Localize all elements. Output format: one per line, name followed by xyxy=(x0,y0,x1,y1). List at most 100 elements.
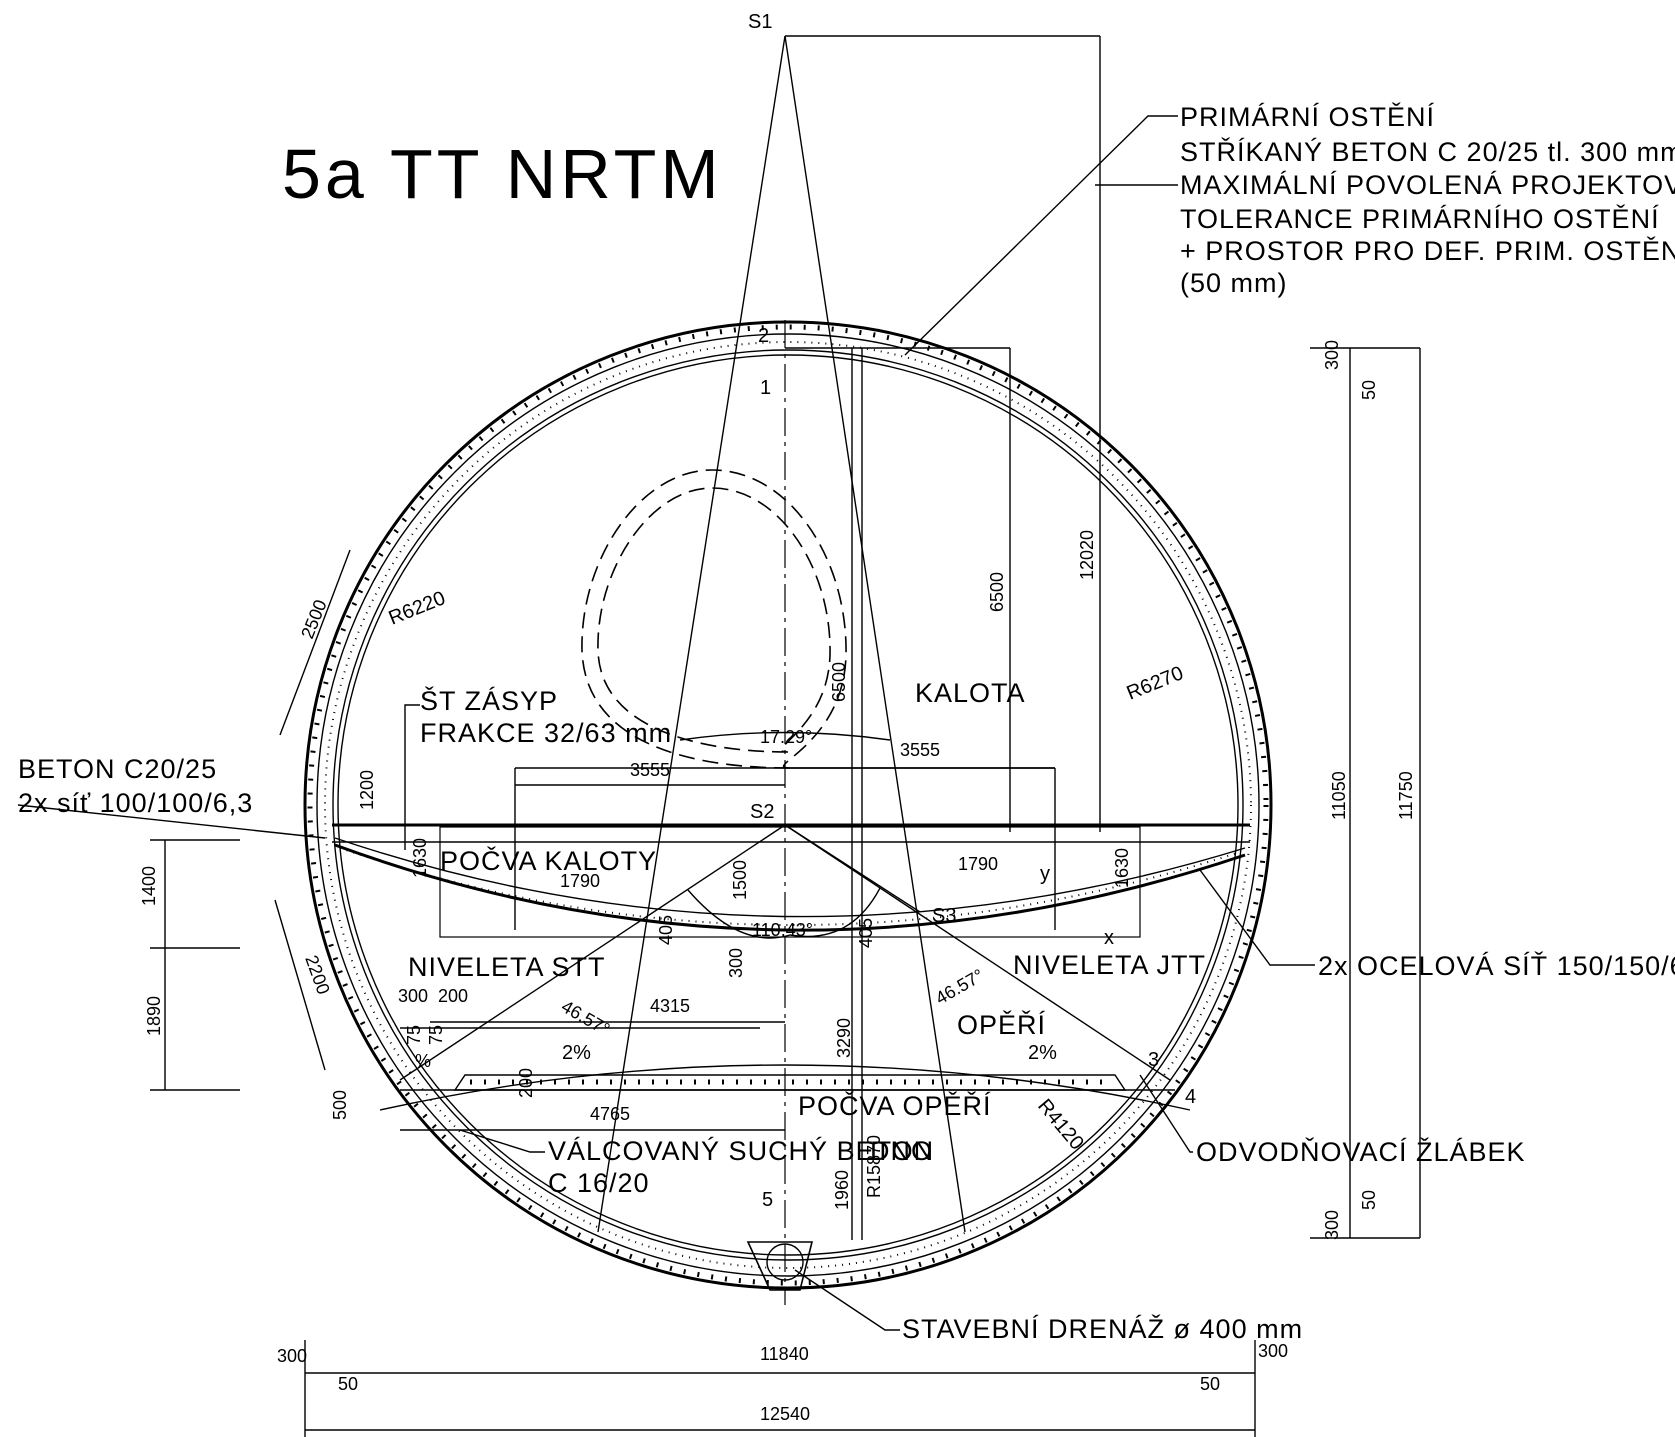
construction-drain xyxy=(746,1241,814,1291)
zone-niveleta-stt: NIVELETA STT xyxy=(408,952,606,982)
construction-lines xyxy=(597,35,1101,1240)
point-x: x xyxy=(1104,927,1114,949)
inner-lining-ring xyxy=(337,354,1239,1256)
dim-1400: 1400 xyxy=(139,866,159,906)
zone-dno: DNO xyxy=(870,1136,933,1166)
slope-right: 2% xyxy=(1028,1042,1057,1064)
dim-300-a: 300 xyxy=(398,986,428,1006)
dimension-labels: 2500 R6220 R6270 6500 6500 12020 17.29° … xyxy=(139,340,1416,1424)
dim-300-left: 300 xyxy=(277,1346,307,1366)
point-4: 4 xyxy=(1185,1086,1196,1108)
note-primary-lining-6: (50 mm) xyxy=(1180,268,1288,298)
note-st-backfill-2: FRAKCE 32/63 mm xyxy=(420,718,672,748)
point-1: 1 xyxy=(760,377,771,399)
temporary-invert-lower xyxy=(334,843,1246,932)
point-y: y xyxy=(1040,863,1050,885)
dim-1500: 1500 xyxy=(730,860,750,900)
slope-left: 2% xyxy=(562,1042,591,1064)
dim-angle-46-57-a: 46.57° xyxy=(558,996,613,1039)
dim-300-c: 300 xyxy=(726,948,746,978)
note-primary-lining-1: PRIMÁRNÍ OSTĚNÍ xyxy=(1180,101,1435,132)
dim-50-top: 50 xyxy=(1359,380,1379,400)
dim-12020: 12020 xyxy=(1077,530,1097,580)
excavation-stages xyxy=(332,823,1250,1111)
dim-1960: 1960 xyxy=(832,1170,852,1210)
dim-300-bottom: 300 xyxy=(1322,1210,1342,1240)
dim-12540: 12540 xyxy=(760,1404,810,1424)
zone-kalota: KALOTA xyxy=(915,678,1026,708)
shotcrete-hatch-ring xyxy=(324,341,1252,1269)
dim-3290: 3290 xyxy=(834,1018,854,1058)
primary-lining-rings xyxy=(303,320,1273,1290)
note-st-backfill-1: ŠT ZÁSYP xyxy=(420,685,558,716)
dim-2500: 2500 xyxy=(297,597,331,642)
lining-ring-3 xyxy=(332,349,1244,1261)
clearance-profile-inner xyxy=(597,487,831,753)
clearance-profile-outer xyxy=(581,469,847,769)
dim-300-top: 300 xyxy=(1322,340,1342,370)
dim-6500-b: 6500 xyxy=(829,662,849,702)
primary-lining-note: PRIMÁRNÍ OSTĚNÍ STŘÍKANÝ BETON C 20/25 t… xyxy=(1180,101,1675,298)
outer-lining-ring xyxy=(303,320,1273,1290)
zone-operi: OPĚŘÍ xyxy=(957,1009,1046,1040)
dim-3555-b: 3555 xyxy=(900,740,940,760)
dim-200-v: 200 xyxy=(516,1068,536,1098)
zone-pocva-operi: POČVA OPĚŘÍ xyxy=(798,1090,992,1121)
point-5: 5 xyxy=(762,1189,773,1211)
dim-405-b: 405 xyxy=(856,918,876,948)
dim-3555-a: 3555 xyxy=(630,760,670,780)
dim-r15870: R15870 xyxy=(864,1135,884,1198)
dim-percent: % xyxy=(415,1051,431,1071)
note-steel-mesh: 2x OCELOVÁ SÍŤ 150/150/6,3 xyxy=(1318,950,1675,981)
dim-angle-17-29: 17.29° xyxy=(760,727,812,747)
note-primary-lining-2: STŘÍKANÝ BETON C 20/25 tl. 300 mm xyxy=(1180,136,1675,167)
note-primary-lining-3: MAXIMÁLNÍ POVOLENÁ PROJEKTOVANÁ xyxy=(1180,170,1675,200)
point-s2: S2 xyxy=(750,801,774,823)
dim-50-bottom: 50 xyxy=(1359,1190,1379,1210)
note-concrete-2: 2x síť 100/100/6,3 xyxy=(18,788,253,818)
dim-r6270: R6270 xyxy=(1124,662,1187,704)
note-primary-lining-5: + PROSTOR PRO DEF. PRIM. OSTĚNÍ xyxy=(1180,235,1675,266)
point-s3: S3 xyxy=(932,905,956,927)
note-primary-lining-4: TOLERANCE PRIMÁRNÍHO OSTĚNÍ xyxy=(1180,203,1660,234)
note-construction-drain: STAVEBNÍ DRENÁŽ ø 400 mm xyxy=(902,1313,1303,1344)
dim-4315: 4315 xyxy=(650,996,690,1016)
dim-r6220: R6220 xyxy=(386,587,449,629)
zone-pocva-kaloty: POČVA KALOTY xyxy=(440,845,657,876)
invert-arc xyxy=(379,1064,1191,1111)
dim-500: 500 xyxy=(330,1090,350,1120)
zone-niveleta-jtt: NIVELETA JTT xyxy=(1013,950,1206,980)
dim-1630-b: 1630 xyxy=(1112,848,1132,888)
leader-lines xyxy=(17,115,1315,1331)
dim-1790-b: 1790 xyxy=(958,854,998,874)
dim-11050: 11050 xyxy=(1329,771,1349,820)
dim-300-right: 300 xyxy=(1258,1341,1288,1361)
dim-angle-46-57-b: 46.57° xyxy=(932,965,987,1008)
pocva-kaloty-block xyxy=(439,826,1141,938)
lining-anchor-teeth xyxy=(307,324,1269,1286)
temporary-invert-upper xyxy=(334,837,1246,918)
dim-50-left: 50 xyxy=(338,1374,358,1394)
note-drain-channel: ODVODŇOVACÍ ŽLÁBEK xyxy=(1196,1136,1526,1167)
point-3: 3 xyxy=(1148,1049,1159,1071)
dim-11750: 11750 xyxy=(1396,771,1416,820)
dim-angle-110-43: 110.43° xyxy=(752,920,813,940)
dim-1200: 1200 xyxy=(357,770,377,810)
note-concrete-1: BETON C20/25 xyxy=(18,754,217,784)
dimension-lines xyxy=(150,347,1421,1437)
dim-1790-a: 1790 xyxy=(560,871,600,891)
dim-6500-a: 6500 xyxy=(987,572,1007,612)
dim-200: 200 xyxy=(438,986,468,1006)
note-rolled-concrete-2: C 16/20 xyxy=(548,1168,650,1198)
note-rolled-concrete-1: VÁLCOVANÝ SUCHÝ BETON xyxy=(548,1136,934,1166)
dim-1630-a: 1630 xyxy=(410,838,430,878)
dim-1890: 1890 xyxy=(144,996,164,1036)
dim-r4120: R4120 xyxy=(1033,1095,1088,1154)
point-s1: S1 xyxy=(748,11,772,33)
dim-405-a: 405 xyxy=(656,915,676,945)
drawing-title: 5a TT NRTM xyxy=(282,135,723,213)
dim-11840: 11840 xyxy=(760,1344,809,1364)
point-2: 2 xyxy=(758,325,769,347)
dim-4765: 4765 xyxy=(590,1104,630,1124)
